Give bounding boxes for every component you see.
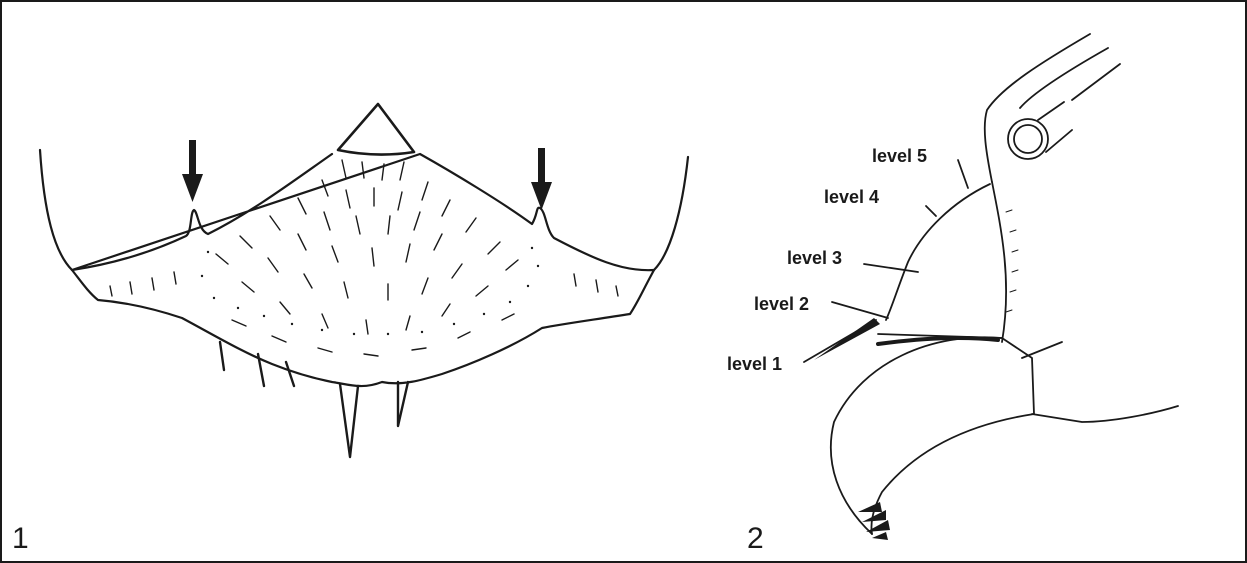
level-3-label: level 3 [787, 249, 842, 267]
spur [814, 318, 880, 360]
segment-inner-edge [992, 182, 1006, 342]
apical-triangle [338, 104, 414, 155]
right-outer-wall [654, 157, 688, 270]
arrow-left-icon [182, 140, 203, 202]
stipple-dots [201, 247, 539, 335]
panel-2-drawing [804, 34, 1178, 540]
ventral-spines [220, 342, 408, 457]
level-5-label: level 5 [872, 147, 927, 165]
socket-ring-inner [1014, 125, 1042, 153]
arrow-right-icon [531, 148, 552, 210]
panel-number-2: 2 [747, 524, 764, 554]
panel-1-drawing [40, 104, 688, 457]
level-2-label: level 2 [754, 295, 809, 313]
segment-hairs [1006, 210, 1018, 312]
segment-outer-edge [886, 184, 990, 320]
joint-line [878, 334, 1034, 414]
lower-arm [1022, 342, 1178, 422]
panel-number-1: 1 [12, 524, 29, 554]
level-1-label: level 1 [727, 355, 782, 373]
claw-outer [831, 337, 1002, 534]
level-4-label: level 4 [824, 188, 879, 206]
upper-appendage [985, 34, 1120, 182]
claw-teeth [858, 502, 890, 540]
left-outer-wall [40, 150, 72, 270]
claw-inner [871, 414, 1034, 534]
plate-outline [72, 154, 654, 386]
